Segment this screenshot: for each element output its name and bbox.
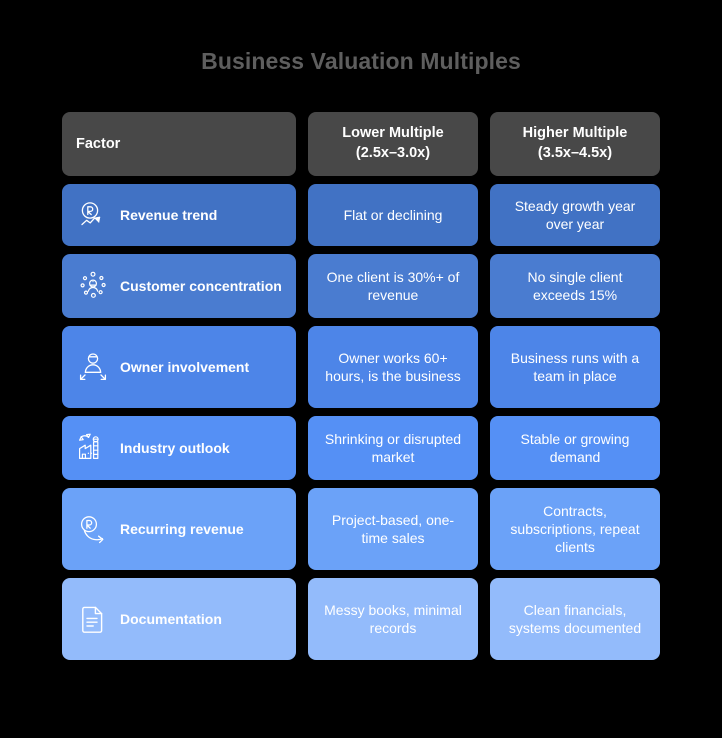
header-higher-line1: Higher Multiple	[522, 125, 628, 142]
lower-multiple-cell: Owner works 60+ hours, is the business	[308, 326, 478, 408]
table-row: Owner involvement Owner works 60+ hours,…	[62, 326, 660, 408]
lower-multiple-cell: Flat or declining	[308, 184, 478, 246]
higher-multiple-cell: Steady growth year over year	[490, 184, 660, 246]
recurring-revenue-icon	[76, 512, 110, 546]
table-row: Customer concentration One client is 30%…	[62, 254, 660, 318]
factor-label: Industry outlook	[120, 440, 230, 456]
header-cell-lower-multiple: Lower Multiple (2.5x–3.0x)	[308, 112, 478, 176]
header-lower-line2: (2.5x–3.0x)	[355, 145, 431, 161]
higher-multiple-cell: Business runs with a team in place	[490, 326, 660, 408]
header-lower-line1: Lower Multiple	[342, 125, 444, 142]
factor-cell-customer-concentration: Customer concentration	[62, 254, 296, 318]
factor-label: Owner involvement	[120, 359, 250, 375]
lower-multiple-cell: Project-based, one-time sales	[308, 488, 478, 570]
comparison-table: Factor Lower Multiple (2.5x–3.0x) Higher…	[62, 112, 660, 668]
factor-cell-owner-involvement: Owner involvement	[62, 326, 296, 408]
table-row: Industry outlook Shrinking or disrupted …	[62, 416, 660, 480]
header-cell-higher-multiple: Higher Multiple (3.5x–4.5x)	[490, 112, 660, 176]
factor-label: Documentation	[120, 611, 222, 627]
header-label-factor: Factor	[76, 136, 121, 152]
header-label-lower-multiple: Lower Multiple (2.5x–3.0x)	[342, 124, 444, 163]
table-header-row: Factor Lower Multiple (2.5x–3.0x) Higher…	[62, 112, 660, 176]
customer-cluster-icon	[76, 269, 110, 303]
factor-cell-industry-outlook: Industry outlook	[62, 416, 296, 480]
table-row: Recurring revenue Project-based, one-tim…	[62, 488, 660, 570]
owner-person-icon	[76, 350, 110, 384]
page-title: Business Valuation Multiples	[201, 48, 521, 74]
table-row: Documentation Messy books, minimal recor…	[62, 578, 660, 660]
higher-multiple-cell: Stable or growing demand	[490, 416, 660, 480]
header-higher-line2: (3.5x–4.5x)	[537, 145, 613, 161]
higher-multiple-cell: Contracts, subscriptions, repeat clients	[490, 488, 660, 570]
table-row: Revenue trend Flat or declining Steady g…	[62, 184, 660, 246]
header-label-higher-multiple: Higher Multiple (3.5x–4.5x)	[523, 124, 628, 163]
factor-label: Revenue trend	[120, 207, 218, 223]
higher-multiple-cell: Clean financials, systems documented	[490, 578, 660, 660]
lower-multiple-cell: Messy books, minimal records	[308, 578, 478, 660]
lower-multiple-cell: One client is 30%+ of revenue	[308, 254, 478, 318]
lower-multiple-cell: Shrinking or disrupted market	[308, 416, 478, 480]
factory-icon	[76, 431, 110, 465]
document-icon	[76, 602, 110, 636]
factor-cell-revenue-trend: Revenue trend	[62, 184, 296, 246]
header-cell-factor: Factor	[62, 112, 296, 176]
higher-multiple-cell: No single client exceeds 15%	[490, 254, 660, 318]
factor-cell-recurring-revenue: Recurring revenue	[62, 488, 296, 570]
revenue-trend-icon	[76, 198, 110, 232]
factor-label: Customer concentration	[120, 278, 282, 294]
factor-cell-documentation: Documentation	[62, 578, 296, 660]
factor-label: Recurring revenue	[120, 521, 244, 537]
